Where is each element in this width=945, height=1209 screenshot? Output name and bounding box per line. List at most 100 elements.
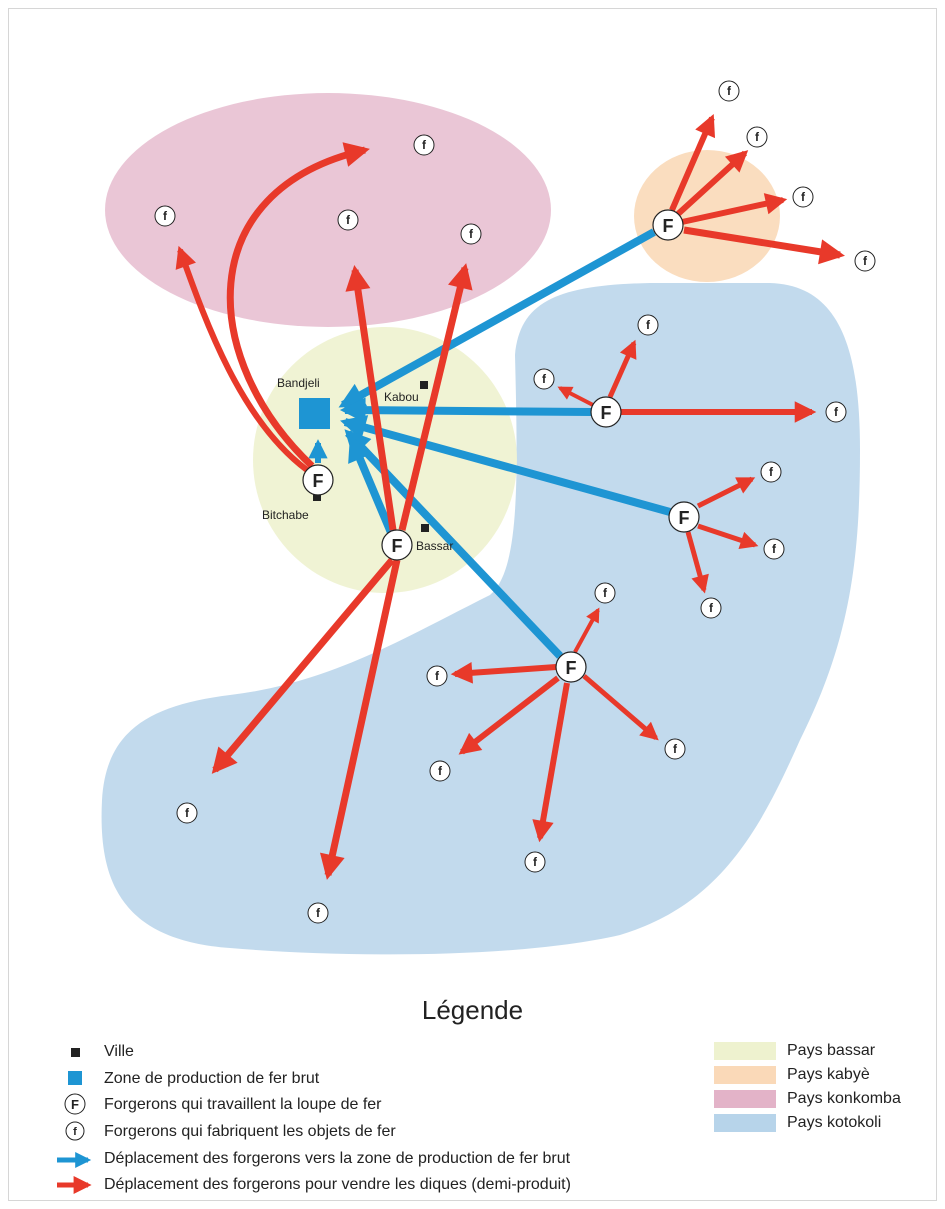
blue-arrow-bassar <box>348 435 396 537</box>
svg-text:f: f <box>709 601 714 615</box>
svg-text:f: f <box>646 318 651 332</box>
red-arrow-east2-2 <box>697 523 759 549</box>
ville-kabou <box>420 381 428 389</box>
svg-text:f: f <box>185 806 190 820</box>
legend-pays-kabye: Pays kabyè <box>787 1066 870 1083</box>
legend-red-arrow-label: Déplacement des forgerons pour vendre le… <box>104 1176 571 1193</box>
legend-pays-konkomba: Pays konkomba <box>787 1090 901 1107</box>
big-f-east-marker: F <box>590 396 622 428</box>
region-kotokoli <box>101 283 861 955</box>
svg-text:f: f <box>863 254 868 268</box>
big-f-bassar-marker: F <box>381 529 413 561</box>
big-f-kabye-marker: F <box>652 209 684 241</box>
ville-bitchabe <box>313 493 321 501</box>
small-f-marker: f <box>637 314 659 336</box>
svg-text:F: F <box>566 658 577 678</box>
legend-zone-label: Zone de production de fer brut <box>104 1070 320 1087</box>
red-arrow-kabye-4 <box>683 226 845 265</box>
small-f-marker: f <box>854 250 876 272</box>
small-f-marker: f <box>594 582 616 604</box>
small-f-marker: f <box>176 802 198 824</box>
legend-small-f-symbol: f <box>65 1121 85 1141</box>
svg-text:f: f <box>727 84 732 98</box>
small-f-marker: f <box>413 134 435 156</box>
svg-text:f: f <box>772 542 777 556</box>
legend-pays-bassar: Pays bassar <box>787 1042 876 1059</box>
red-arrow-south-3 <box>458 675 560 755</box>
svg-text:F: F <box>679 508 690 528</box>
legend-pays-kotokoli: Pays kotokoli <box>787 1114 882 1131</box>
small-f-marker: f <box>746 126 768 148</box>
big-f-bitchabe-marker: F <box>302 464 334 496</box>
red-arrow-south-5 <box>582 674 659 741</box>
svg-text:f: f <box>755 130 760 144</box>
svg-text:F: F <box>663 216 674 236</box>
swatch-kabye <box>714 1066 776 1084</box>
small-f-marker: f <box>718 80 740 102</box>
svg-text:f: f <box>73 1126 77 1138</box>
label-kabou: Kabou <box>384 390 419 404</box>
small-f-marker: f <box>154 205 176 227</box>
production-zone-square <box>299 398 330 429</box>
legend-ville-label: Ville <box>104 1043 134 1060</box>
red-arrow-east2-1 <box>696 476 756 509</box>
small-f-marker: f <box>792 186 814 208</box>
small-f-marker: f <box>429 760 451 782</box>
red-arrows <box>175 114 845 880</box>
forgerons-objets-markers: f f f f f f f f f f f f f f f f f f f f … <box>154 80 876 924</box>
svg-text:f: f <box>346 213 351 227</box>
svg-text:f: f <box>542 372 547 386</box>
svg-text:f: f <box>673 742 678 756</box>
svg-text:F: F <box>71 1097 79 1112</box>
swatch-kotokoli <box>714 1114 776 1132</box>
small-f-marker: f <box>700 597 722 619</box>
legend-symbols: F f <box>57 1048 92 1194</box>
label-bandjeli: Bandjeli <box>277 376 320 390</box>
red-arrow-south-2 <box>450 662 557 684</box>
forgerons-loupe-markers: F F F F F F <box>302 209 700 683</box>
blue-arrow-kabye <box>338 228 656 409</box>
svg-text:f: f <box>834 405 839 419</box>
red-arrow-bassar-1 <box>345 265 397 531</box>
small-f-marker: f <box>533 368 555 390</box>
blue-arrow-east2 <box>340 415 672 516</box>
red-arrow-kabye-3 <box>681 193 788 225</box>
small-f-marker: f <box>337 209 359 231</box>
small-f-marker: f <box>825 401 847 423</box>
svg-text:f: f <box>438 764 443 778</box>
red-arrow-bitchabe-2 <box>226 142 370 469</box>
region-konkomba <box>105 93 551 327</box>
svg-text:F: F <box>392 536 403 556</box>
svg-text:f: f <box>769 465 774 479</box>
red-arrow-kabye-1 <box>669 114 716 212</box>
svg-text:f: f <box>801 190 806 204</box>
label-bassar: Bassar <box>416 539 453 553</box>
legend-ville-symbol <box>71 1048 80 1057</box>
ville-bassar <box>421 524 429 532</box>
svg-text:f: f <box>603 586 608 600</box>
red-arrow-bassar-4 <box>320 559 401 880</box>
legend-title: Légende <box>421 995 524 1025</box>
legend-big-f-symbol: F <box>64 1093 86 1115</box>
small-f-marker: f <box>763 538 785 560</box>
small-f-marker: f <box>460 223 482 245</box>
svg-text:F: F <box>313 471 324 491</box>
legend-zone-symbol <box>68 1071 82 1085</box>
legend-blue-arrow-label: Déplacement des forgerons vers la zone d… <box>104 1150 571 1167</box>
big-f-south-marker: F <box>555 651 587 683</box>
small-f-marker: f <box>524 851 546 873</box>
svg-text:f: f <box>469 227 474 241</box>
svg-text:F: F <box>601 403 612 423</box>
red-arrow-south-4 <box>532 682 570 843</box>
svg-text:f: f <box>533 855 538 869</box>
red-arrow-bassar-3 <box>211 557 395 774</box>
red-arrow-east-2 <box>607 339 637 399</box>
svg-text:f: f <box>316 906 321 920</box>
red-arrow-kabye-2 <box>675 150 749 217</box>
red-arrow-bassar-2 <box>398 263 473 531</box>
big-f-east2-marker: F <box>668 501 700 533</box>
swatch-konkomba <box>714 1090 776 1108</box>
small-f-marker: f <box>664 738 686 760</box>
small-f-marker: f <box>426 665 448 687</box>
